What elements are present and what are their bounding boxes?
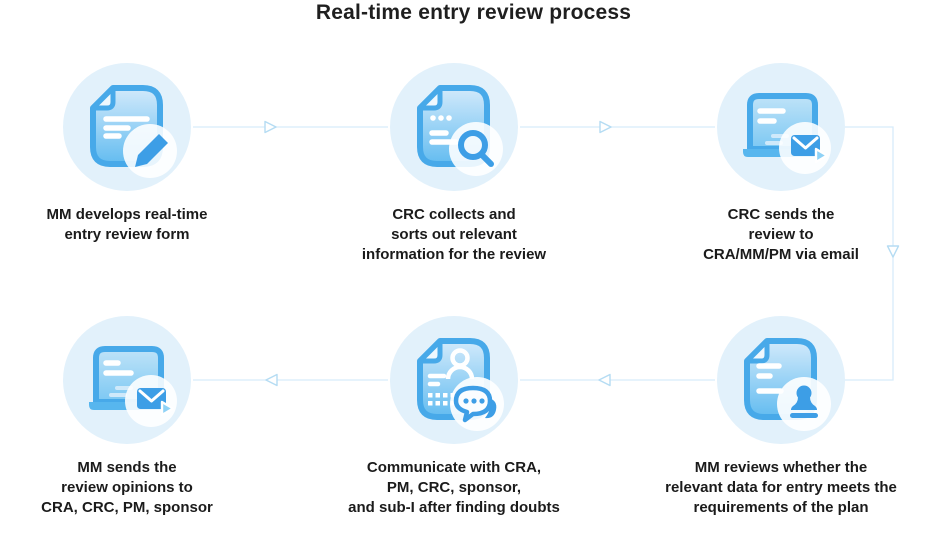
step-6-icon-circle — [63, 316, 191, 444]
step-4-icon-circle — [717, 316, 845, 444]
step-6-label: MM sends the review opinions to CRA, CRC… — [0, 458, 292, 518]
laptop-email-icon — [743, 93, 831, 174]
step-3-icon-circle — [717, 63, 845, 191]
label-line: Communicate with CRA, — [366, 459, 542, 476]
label-line: MM develops real-time — [46, 206, 208, 223]
label-line: review opinions to — [61, 479, 193, 496]
label-line: MM reviews whether the — [694, 459, 868, 476]
step-1-label: MM develops real-time entry review form — [0, 205, 292, 245]
step-4-label: MM reviews whether the relevant data for… — [616, 458, 946, 518]
label-line: requirements of the plan — [693, 499, 869, 516]
step-5-icon-circle — [390, 316, 518, 444]
email-send-icon — [791, 135, 829, 164]
document-chat-icon — [417, 338, 504, 431]
arrowhead-right-icon — [264, 120, 277, 134]
person-icon — [445, 348, 475, 380]
chat-bubbles-icon — [453, 385, 497, 423]
step-1: MM develops real-time entry review form — [0, 63, 292, 245]
label-line: relevant data for entry meets the — [665, 479, 897, 496]
step-4: MM reviews whether the relevant data for… — [616, 316, 946, 518]
label-line: CRA, CRC, PM, sponsor — [41, 499, 213, 516]
label-line: CRA/MM/PM via email — [703, 246, 859, 263]
label-line: review to — [748, 226, 814, 243]
label-line: MM sends the — [77, 459, 177, 476]
magnifier-icon — [458, 130, 494, 167]
arrowhead-left-icon — [598, 373, 611, 387]
step-5: Communicate with CRA, PM, CRC, sponsor, … — [289, 316, 619, 518]
label-line: entry review form — [64, 226, 190, 243]
pencil-icon — [135, 134, 168, 167]
stamp-icon — [790, 385, 818, 418]
email-send-icon — [137, 388, 175, 417]
step-2: CRC collects and sorts out relevant info… — [289, 63, 619, 265]
step-2-label: CRC collects and sorts out relevant info… — [289, 205, 619, 265]
document-edit-icon — [90, 85, 177, 178]
label-line: and sub-I after finding doubts — [348, 499, 560, 516]
arrowhead-left-icon — [265, 373, 278, 387]
arrowhead-down-icon — [886, 245, 900, 258]
label-line: CRC collects and — [392, 206, 516, 223]
step-3-label: CRC sends the review to CRA/MM/PM via em… — [616, 205, 946, 265]
document-search-icon — [417, 85, 503, 176]
label-line: sorts out relevant — [391, 226, 517, 243]
document-stamp-icon — [744, 338, 831, 431]
step-5-label: Communicate with CRA, PM, CRC, sponsor, … — [289, 458, 619, 518]
step-2-icon-circle — [390, 63, 518, 191]
label-line: information for the review — [361, 246, 547, 263]
label-line: CRC sends the — [727, 206, 835, 223]
arrowhead-right-icon — [599, 120, 612, 134]
step-6: MM sends the review opinions to CRA, CRC… — [0, 316, 292, 518]
laptop-email-icon — [89, 346, 177, 427]
step-1-icon-circle — [63, 63, 191, 191]
step-3: CRC sends the review to CRA/MM/PM via em… — [616, 63, 946, 265]
label-line: PM, CRC, sponsor, — [386, 479, 522, 496]
page-title: Real-time entry review process — [315, 1, 632, 24]
